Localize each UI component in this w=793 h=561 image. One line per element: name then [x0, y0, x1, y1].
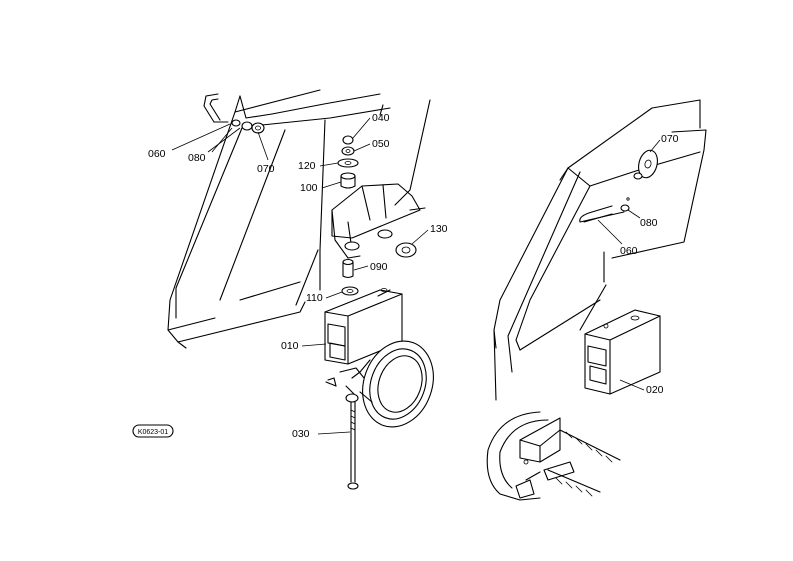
support-block-010: [324, 288, 403, 365]
label-080-right: 080: [640, 217, 658, 229]
left-track-frame: [167, 89, 431, 349]
label-010: 010: [281, 340, 299, 352]
label-030: 030: [292, 428, 310, 440]
label-080-left: 080: [188, 152, 206, 164]
label-040: 040: [372, 112, 390, 124]
label-020: 020: [646, 384, 664, 396]
part-labels: 060 080 070 040 050 120 100 130 090 110 …: [148, 112, 679, 440]
label-070-right: 070: [661, 133, 679, 145]
leader-lines: [171, 117, 661, 435]
left-handle-bracket: [203, 93, 265, 134]
sprocket-track: [486, 411, 621, 501]
label-110: 110: [306, 292, 323, 304]
stamp-text: K0623-01: [138, 429, 168, 436]
support-block-020: [584, 309, 661, 395]
long-bolt-030: [347, 401, 359, 490]
label-060-left: 060: [148, 148, 166, 160]
label-070-left: 070: [257, 163, 275, 175]
label-120: 120: [298, 160, 316, 172]
seal-ring-130: [395, 242, 417, 258]
idler-wheel: [325, 340, 434, 428]
upper-bracket: [331, 183, 426, 259]
bolt-stack-040-050-100-120: [337, 135, 359, 189]
label-090: 090: [370, 261, 388, 273]
label-100: 100: [300, 182, 318, 194]
bushing-090-110: [341, 258, 359, 296]
drawing-number-stamp: K0623-01: [132, 424, 174, 438]
right-track-frame: [493, 99, 707, 401]
label-130: 130: [430, 223, 448, 235]
label-050: 050: [372, 138, 390, 150]
label-060-right: 060: [620, 245, 638, 257]
